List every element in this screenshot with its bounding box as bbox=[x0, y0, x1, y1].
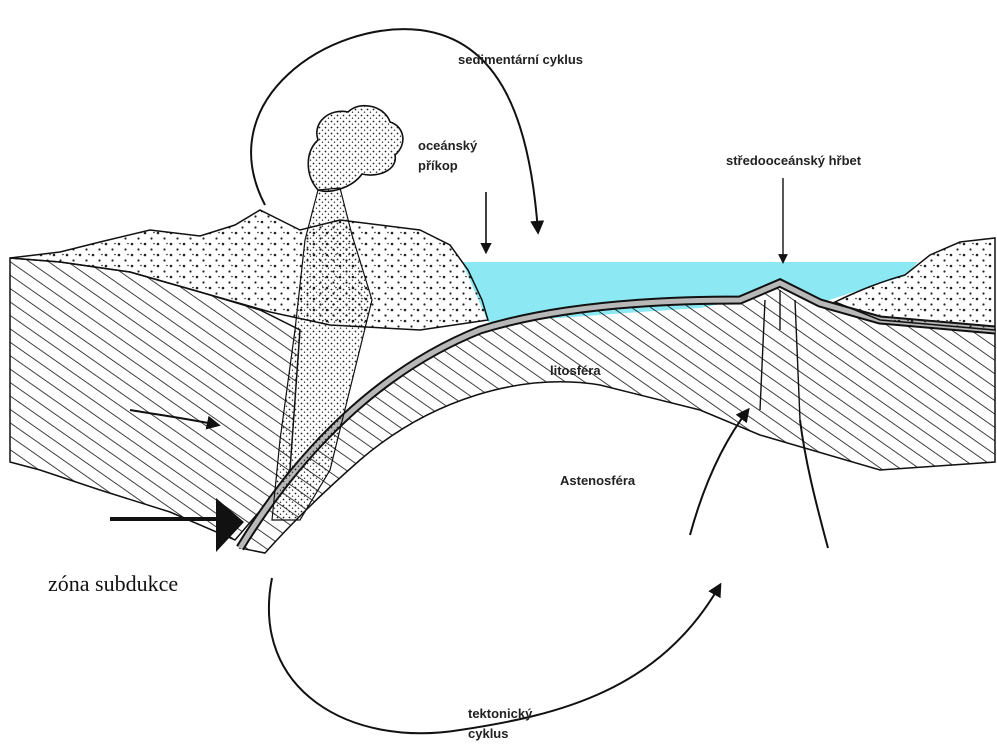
label-mid-ocean-ridge: středooceánský hřbet bbox=[726, 153, 862, 168]
label-subduction-zone: zóna subdukce bbox=[48, 571, 178, 596]
volcanic-plume bbox=[308, 106, 403, 192]
label-lithosphere: litosféra bbox=[550, 363, 601, 378]
label-tectonic-cycle-1: tektonický bbox=[468, 706, 533, 721]
label-tectonic-cycle-2: cyklus bbox=[468, 726, 508, 741]
label-sedimentary-cycle: sedimentární cyklus bbox=[458, 52, 583, 67]
label-asthenosphere: Astenosféra bbox=[560, 473, 636, 488]
label-ocean-trench-2: příkop bbox=[418, 158, 458, 173]
label-ocean-trench-1: oceánský bbox=[418, 138, 478, 153]
convection-arrow-left bbox=[690, 410, 748, 535]
